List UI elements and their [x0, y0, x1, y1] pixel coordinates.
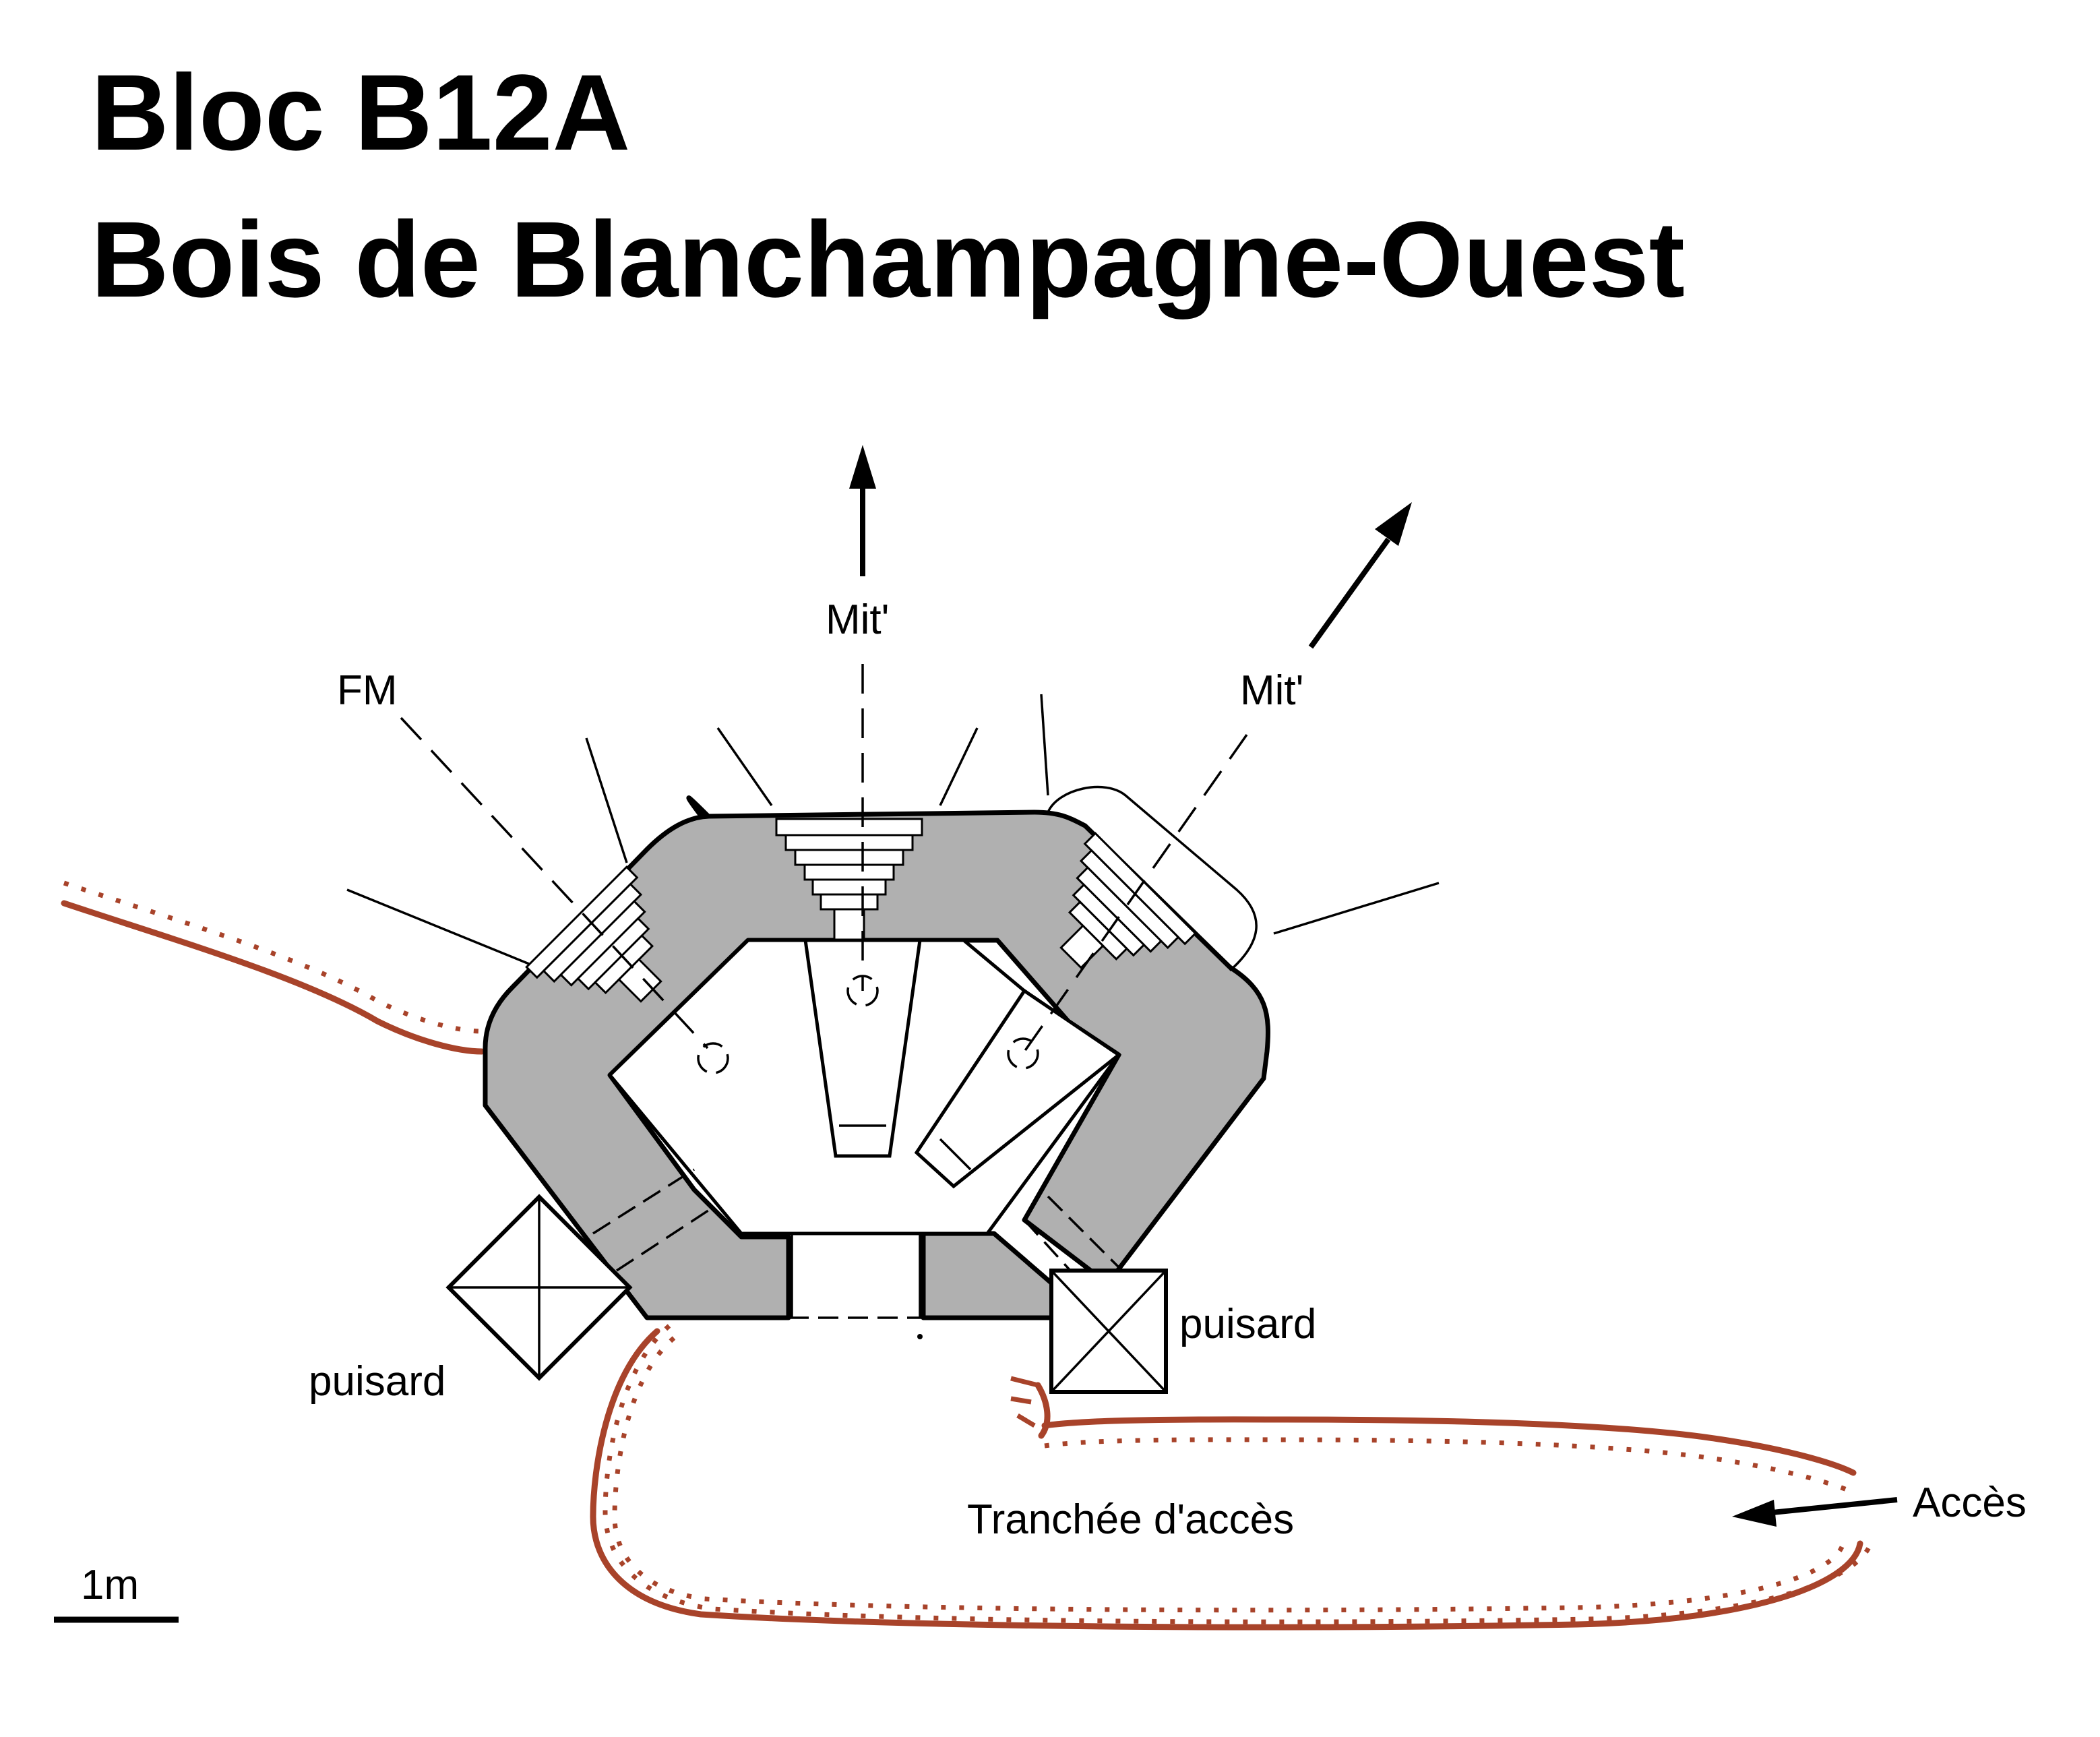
arrow-right: [1308, 502, 1412, 649]
access-trench: [590, 1324, 1875, 1631]
embrasure-center: [775, 818, 923, 942]
label-puisard-right: puisard: [1179, 1301, 1316, 1347]
label-access: Accès: [1913, 1480, 2027, 1526]
puisard-right-box: [1049, 1269, 1168, 1394]
wall-passages: [592, 1168, 1120, 1296]
scale-label: 1m: [81, 1562, 139, 1608]
arrow-center: [849, 445, 876, 576]
weapon-platforms: [697, 938, 1122, 1189]
label-mit-center: Mit': [826, 597, 889, 643]
title-line-1: Bloc B12A: [91, 52, 630, 173]
label-mit-right: Mit': [1240, 667, 1303, 714]
label-fm: FM: [337, 667, 398, 714]
label-trench: Tranchée d'accès: [967, 1496, 1294, 1543]
puisard-left-box: [445, 1194, 633, 1381]
left-earthwork: [61, 880, 485, 1055]
arrow-access: [1732, 1497, 1898, 1527]
fire-sector-lines: [346, 664, 1440, 1053]
title-line-2: Bois de Blanchampagne-Ouest: [91, 199, 1685, 319]
label-puisard-left: puisard: [309, 1358, 445, 1405]
scale-bar: 1m: [54, 1562, 179, 1623]
entrance: [789, 1232, 923, 1339]
observation-bell: [1047, 785, 1258, 972]
embrasure-left: [525, 865, 662, 1003]
